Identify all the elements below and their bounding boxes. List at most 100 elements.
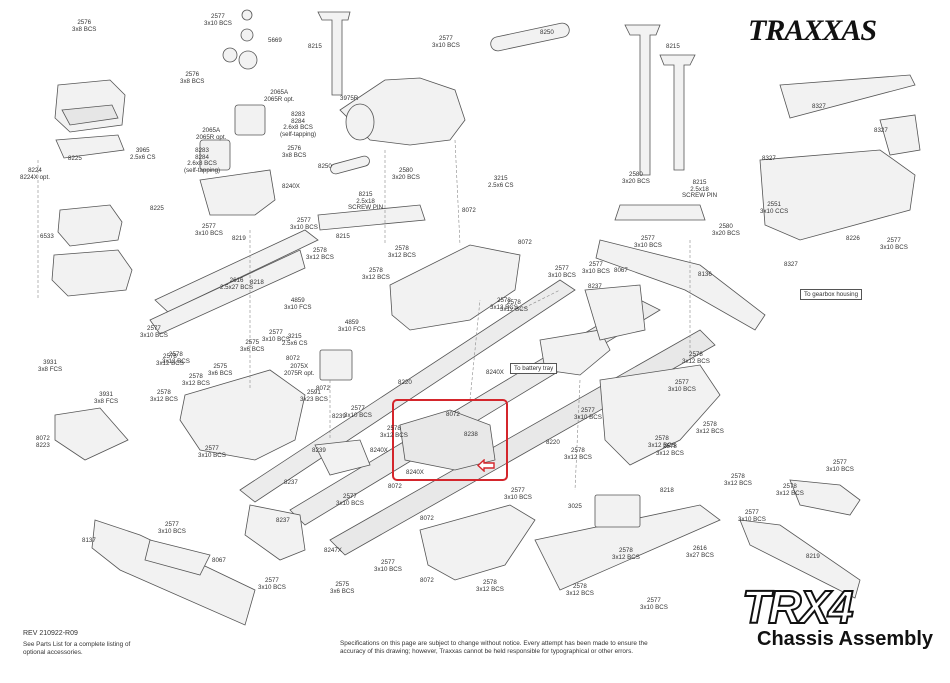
part-callout-l11: 2065A 2065R opt. <box>196 127 227 141</box>
part-callout-l54: 8239 <box>312 447 326 454</box>
part-callout-l20: 8250 <box>318 163 332 170</box>
battery-tray-note: To battery tray <box>510 363 558 374</box>
part-callout-l106: 2551 3x10 CCS <box>760 201 789 215</box>
part-callout-l70: 2577 3x10 BCS <box>258 577 286 591</box>
disclaimer-text: Specifications on this page are subject … <box>340 640 648 655</box>
part-callout-l96: 2577 3x10 BCS <box>582 261 610 275</box>
part-callout-l85: 2616 3x27 BCS <box>686 545 714 559</box>
servo-part <box>199 9 276 216</box>
part-callout-l97: 8136 <box>698 271 712 278</box>
part-callout-l67: 2577 3x10 BCS <box>158 521 186 535</box>
part-callout-l7: 2576 3x8 BCS <box>180 71 205 85</box>
part-callout-l58: 8239 <box>332 413 346 420</box>
part-callout-l50: 2578 3x12 BCS <box>182 373 210 387</box>
part-callout-l4: 8215 <box>308 43 322 50</box>
revision-text: REV 210922-R09 <box>23 630 78 637</box>
part-callout-l22: 8215 2.5x18 SCREW PIN <box>348 191 384 212</box>
part-callout-l63: 8072 8223 <box>36 435 50 449</box>
part-callout-l75: 2578 3x12 BCS <box>476 579 504 593</box>
suspension-link-part <box>317 204 706 231</box>
left-arrow-icon <box>477 459 495 472</box>
part-callout-l17: 8225 <box>150 205 164 212</box>
part-callout-l28: 2577 3x10 BCS <box>195 223 223 237</box>
part-callout-l2: 2577 3x10 BCS <box>204 13 232 27</box>
part-callout-l104: 8327 <box>874 127 888 134</box>
part-callout-l65: 2577 3x10 BCS <box>336 493 364 507</box>
part-callout-l108: 2577 3x10 BCS <box>880 237 908 251</box>
part-callout-l21: 2580 3x20 BCS <box>392 167 420 181</box>
part-callout-l78: 2577 3x10 BCS <box>504 487 532 501</box>
inner-fender-part <box>179 244 721 581</box>
part-callout-l27: 8219 <box>232 235 246 242</box>
part-callout-l111: 8072 <box>388 483 402 490</box>
mount-plate-part <box>54 284 646 476</box>
part-callout-l76: 2578 3x12 BCS <box>566 583 594 597</box>
part-callout-l103: 8327 <box>812 103 826 110</box>
part-callout-l80: 2577 3x10 BCS <box>574 407 602 421</box>
part-callout-l1: 2576 3x8 BCS <box>72 19 97 33</box>
part-callout-l49: 8240X <box>486 369 504 376</box>
part-callout-l69: 8067 <box>212 557 226 564</box>
part-callout-l68: 8137 <box>82 537 96 544</box>
part-callout-l66: 8237 <box>276 517 290 524</box>
part-callout-l94: 8237 <box>588 283 602 290</box>
part-callout-l101: 8215 2.5x18 SCREW PIN <box>682 179 718 200</box>
parts-list-note: See Parts List for a complete listing of… <box>23 641 131 656</box>
part-callout-l33: 8218 <box>250 279 264 286</box>
part-callout-l29: 2578 3x12 BCS <box>306 247 334 261</box>
part-callout-l82: 2578 3x12 BCS <box>724 473 752 487</box>
part-callout-l36: 2578 3x12 BCS <box>490 297 518 311</box>
part-callout-l15: 8224 8224X opt. <box>20 167 50 181</box>
part-callout-l98: 2577 3x10 BCS <box>548 265 576 279</box>
part-callout-l84: 8218 <box>660 487 674 494</box>
part-callout-l37: 4859 3x10 FCS <box>284 297 312 311</box>
part-callout-l26: 2577 3x10 BCS <box>290 217 318 231</box>
part-callout-l114: 2578 3x12 BCS <box>648 435 676 449</box>
part-callout-l12: 8283 8284 2.6x8 BCS (self-tapping) <box>184 147 221 174</box>
part-callout-l102: 2580 3x20 BCS <box>712 223 740 237</box>
part-callout-l38: 4859 3x10 FCS <box>338 319 366 333</box>
part-callout-l41: 3215 2.5x6 CS <box>282 333 308 347</box>
transmission-part <box>330 22 570 175</box>
part-callout-l47: 2591 3x23 BCS <box>300 389 328 403</box>
part-callout-l3: 5669 <box>268 37 282 44</box>
part-callout-l13: 2576 3x8 BCS <box>282 145 307 159</box>
part-callout-l71: 8247X <box>324 547 342 554</box>
part-callout-l60: 2577 3x10 BCS <box>198 445 226 459</box>
part-callout-l18: 6533 <box>40 233 54 240</box>
part-callout-l45: 2575 3x6 BCS <box>208 363 233 377</box>
part-callout-l51: 2578 3x12 BCS <box>150 389 178 403</box>
part-callout-l105: 8327 <box>762 155 776 162</box>
rock-slider-part <box>144 239 766 591</box>
part-callout-l64: 2578 3x12 BCS <box>500 299 528 313</box>
part-callout-l89: 2577 3x10 BCS <box>826 459 854 473</box>
part-callout-l25: 8215 <box>336 233 350 240</box>
part-callout-l87: 2578 3x12 BCS <box>612 547 640 561</box>
highlight-box <box>392 399 508 481</box>
part-callout-l107: 8226 <box>846 235 860 242</box>
part-callout-l42: 2578 3x12 BCS <box>156 353 184 367</box>
part-callout-l39: 2577 3x10 BCS <box>140 325 168 339</box>
page-title: Chassis Assembly <box>757 628 934 650</box>
part-callout-l52: 2577 3x10 BCS <box>344 405 372 419</box>
part-callout-l74: 8072 <box>420 577 434 584</box>
trx4-logo: TRX4 <box>741 580 855 634</box>
part-callout-l34: 2578 3x12 BCS <box>162 351 190 365</box>
part-callout-l62: 3931 3x8 FCS <box>94 391 119 405</box>
receiver-box-part <box>51 79 133 297</box>
guide-lines <box>37 139 691 491</box>
part-callout-l86: 2577 3x10 BCS <box>640 597 668 611</box>
part-callout-l116: 2578 3x12 BCS <box>656 443 684 457</box>
part-callout-l110: 2578 3x12 BCS <box>380 425 408 439</box>
part-callout-l99: 8215 <box>666 43 680 50</box>
part-callout-l79: 8220 <box>546 439 560 446</box>
part-callout-l8: 2065A 2065R opt. <box>264 89 295 103</box>
part-callout-l10: 8283 8284 2.6x8 BCS (self-tapping) <box>280 111 317 138</box>
part-callout-l14: 3965 2.5x6 CS <box>130 147 156 161</box>
part-callout-l112: 8072 <box>446 411 460 418</box>
part-callout-l48: 8220 <box>398 379 412 386</box>
part-callout-l23: 3215 2.5x6 CS <box>488 175 514 189</box>
shock-tower-part <box>317 11 696 176</box>
